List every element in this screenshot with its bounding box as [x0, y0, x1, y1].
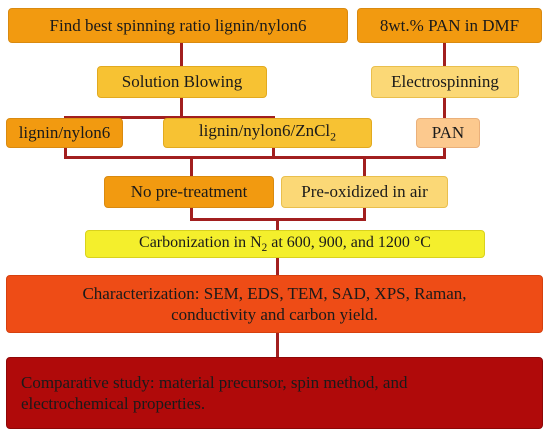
lignin-nylon6-box: lignin/nylon6 [6, 118, 123, 148]
spinning-ratio-label: Find best spinning ratio lignin/nylon6 [49, 15, 307, 35]
carbonization-box: Carbonization in N2 at 600, 900, and 120… [85, 230, 485, 258]
solution-blowing-box: Solution Blowing [97, 66, 267, 98]
carbonization-text-pre: Carbonization in N [139, 233, 262, 251]
pan-dmf-box: 8wt.% PAN in DMF [357, 8, 542, 43]
preoxidized-label: Pre-oxidized in air [301, 182, 428, 201]
lignin-nylon6-zncl2-box: lignin/nylon6/ZnCl2 [163, 118, 372, 148]
pan-label: PAN [431, 123, 465, 142]
pan-dmf-label: 8wt.% PAN in DMF [379, 15, 520, 35]
electrospinning-label: Electrospinning [391, 72, 499, 91]
solution-blowing-label: Solution Blowing [121, 72, 243, 91]
connector-line [64, 116, 274, 119]
connector-line [180, 98, 183, 118]
characterization-text: Characterization: SEM, EDS, TEM, SAD, XP… [82, 283, 466, 326]
connector-line [272, 148, 275, 158]
connector-line [64, 148, 67, 158]
no-pretreatment-label: No pre-treatment [130, 182, 248, 201]
connector-line [443, 148, 446, 158]
lignin-nylon6-label: lignin/nylon6 [18, 123, 111, 142]
connector-line [180, 43, 183, 68]
connector-line [443, 43, 446, 68]
connector-line [276, 333, 279, 357]
connector-line [363, 156, 366, 176]
comparative-study-box: Comparative study: material precursor, s… [6, 357, 543, 429]
connector-line [190, 208, 193, 220]
lignin-nylon6-zncl2-label: lignin/nylon6/ZnCl2 [199, 121, 336, 144]
connector-line [363, 208, 366, 220]
no-pretreatment-box: No pre-treatment [104, 176, 274, 208]
connector-line [276, 258, 279, 275]
connector-line [443, 98, 446, 118]
spinning-ratio-box: Find best spinning ratio lignin/nylon6 [8, 8, 348, 43]
connector-line [190, 156, 193, 176]
characterization-box: Characterization: SEM, EDS, TEM, SAD, XP… [6, 275, 543, 333]
zncl2-subscript: 2 [330, 129, 337, 144]
connector-line [64, 156, 446, 159]
pan-box: PAN [416, 118, 480, 148]
carbonization-label: Carbonization in N2 at 600, 900, and 120… [139, 234, 431, 254]
n2-subscript: 2 [261, 242, 268, 255]
preoxidized-box: Pre-oxidized in air [281, 176, 448, 208]
electrospinning-box: Electrospinning [371, 66, 519, 98]
comparative-line-1: Comparative study: material precursor, s… [21, 372, 408, 392]
characterization-line-1: Characterization: SEM, EDS, TEM, SAD, XP… [82, 283, 467, 303]
comparative-study-text: Comparative study: material precursor, s… [21, 372, 407, 415]
lignin-nylon6-zncl2-text: lignin/nylon6/ZnCl [198, 121, 331, 141]
carbonization-text-post: at 600, 900, and 1200 °C [267, 233, 431, 251]
characterization-line-2: conductivity and carbon yield. [171, 305, 378, 324]
comparative-line-2: electrochemical properties. [21, 394, 206, 413]
connector-line [276, 218, 279, 230]
